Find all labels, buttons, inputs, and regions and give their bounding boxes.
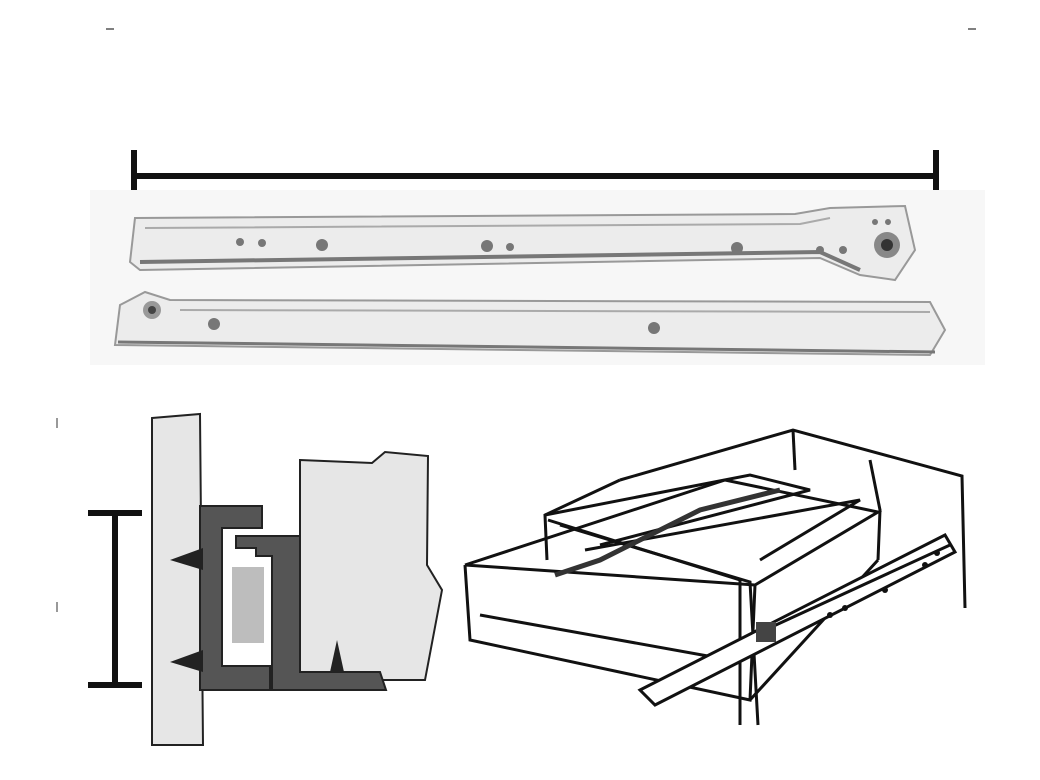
cabinet-profile [199, 505, 271, 691]
cabinet-side-panel [151, 412, 205, 746]
height-dimension-line [88, 510, 142, 688]
slide-cross-section [56, 412, 444, 746]
drawer-assembly [463, 428, 967, 726]
drawer-profile [235, 535, 388, 691]
drawer-rail-top [128, 204, 917, 282]
drawer-side-panel [299, 450, 444, 681]
drawer-rail-bottom [113, 290, 947, 357]
roller [232, 567, 264, 643]
